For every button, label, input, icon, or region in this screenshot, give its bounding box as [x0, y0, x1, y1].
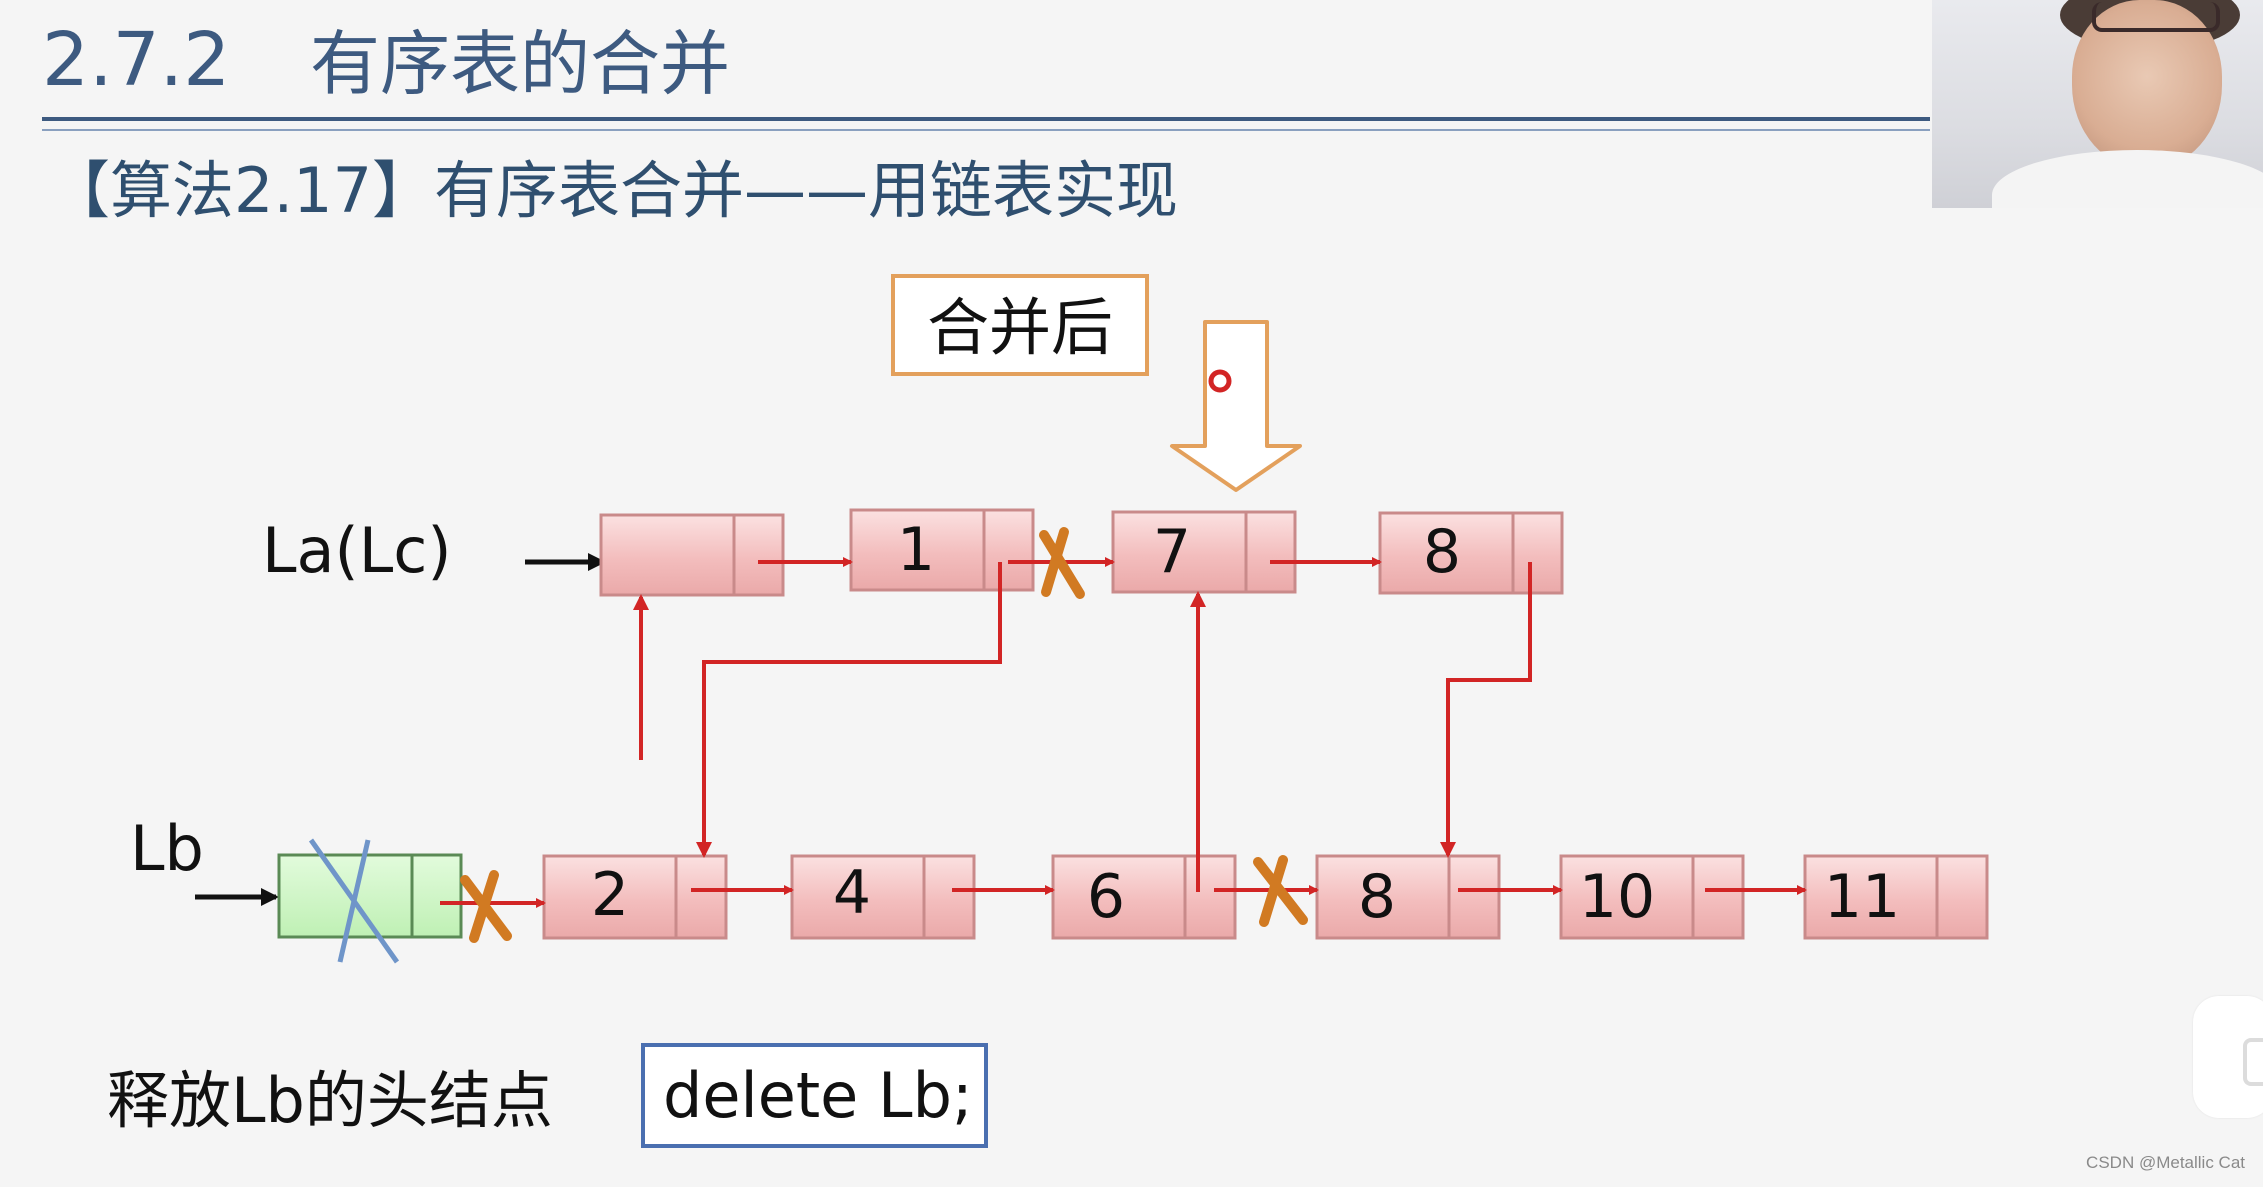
la-node-1: 1 — [849, 508, 1035, 592]
la-node-7: 7 — [1111, 510, 1297, 594]
after-merge-box — [891, 274, 1149, 376]
lb-node-2-value: 2 — [591, 860, 629, 930]
lb-node-4: 4 — [790, 854, 976, 940]
lb-node-6-value: 6 — [1087, 862, 1125, 932]
side-widget-icon — [2243, 1038, 2263, 1086]
cross-mark-lbhead-2 — [460, 870, 512, 943]
after-merge-arrow — [1170, 320, 1302, 492]
lb-node-8: 8 — [1315, 854, 1501, 940]
webcam-overlay — [1932, 0, 2263, 208]
lb-label: Lb — [130, 812, 204, 885]
cross-mark-6-8 — [1253, 855, 1308, 927]
lb-node-11-value: 11 — [1824, 862, 1900, 932]
lb-node-head-deleted — [277, 838, 463, 964]
section-number: 2.7.2 — [42, 17, 230, 103]
lb-node-10-value: 10 — [1579, 862, 1655, 932]
lb-node-10: 10 — [1559, 854, 1745, 940]
cross-mark-1-7 — [1039, 527, 1085, 599]
section-title: 有序表的合并 — [310, 23, 730, 105]
pointer-dot — [1208, 369, 1232, 393]
link-8-to-8 — [1440, 562, 1532, 858]
la-node-head — [599, 513, 785, 597]
la-node-8-value: 8 — [1423, 517, 1461, 587]
code-text: delete Lb; — [663, 1059, 973, 1132]
lb-node-8-value: 8 — [1358, 862, 1396, 932]
watermark: CSDN @Metallic Cat — [2086, 1153, 2245, 1172]
la-label: La(Lc) — [262, 514, 452, 587]
webcam-coat — [1992, 150, 2263, 208]
code-box — [641, 1043, 988, 1148]
la-node-8: 8 — [1378, 511, 1564, 595]
lb-node-2: 2 — [542, 854, 728, 940]
la-node-1-value: 1 — [897, 515, 935, 585]
lb-node-6: 6 — [1051, 854, 1237, 940]
side-widget[interactable] — [2193, 996, 2263, 1118]
release-text: 释放Lb的头结点 — [107, 1064, 553, 1137]
lb-node-11: 11 — [1803, 854, 1989, 940]
algorithm-heading: 【算法2.17】有序表合并——用链表实现 — [48, 154, 1178, 227]
lb-node-4-value: 4 — [833, 858, 871, 928]
link-1-to-2 — [696, 562, 1002, 858]
after-merge-label: 合并后 — [927, 291, 1113, 364]
webcam-glasses — [2092, 2, 2220, 32]
la-node-7-value: 7 — [1153, 517, 1191, 587]
